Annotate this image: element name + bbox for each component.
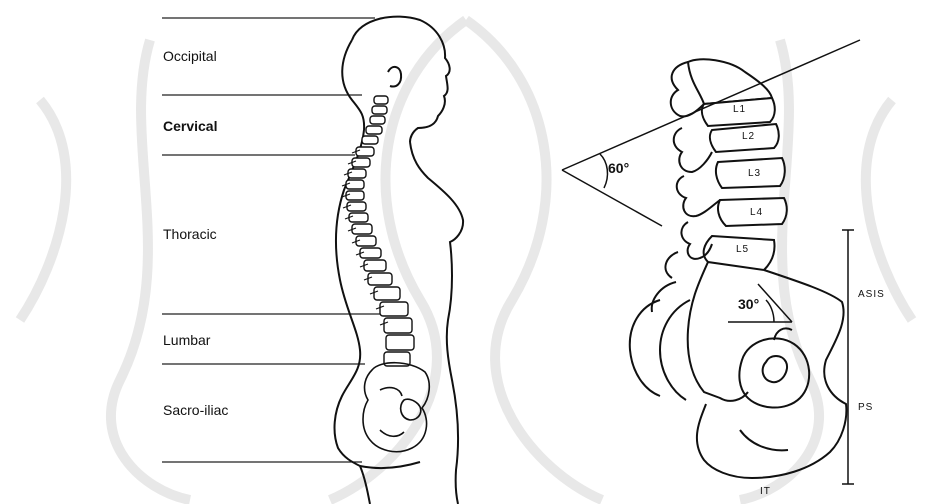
body-pelvis (363, 363, 429, 452)
label-thoracic: Thoracic (163, 226, 217, 242)
landmark-label-it: IT (760, 486, 771, 497)
label-occipital: Occipital (163, 48, 217, 64)
label-lumbar: Lumbar (163, 332, 210, 348)
spinal-column (346, 96, 414, 366)
landmark-scale (842, 230, 854, 484)
vertebra-label-l4: L4 (750, 207, 763, 218)
lumbar-detail (630, 59, 847, 478)
vertebra-label-l1: L1 (733, 104, 746, 115)
label-cervical: Cervical (163, 118, 217, 134)
angle-lines (562, 40, 860, 322)
vertebra-label-l5: L5 (736, 244, 749, 255)
vertebra-label-l2: L2 (742, 131, 755, 142)
vertebra-label-l3: L3 (748, 168, 761, 179)
landmark-label-ps: PS (858, 402, 873, 413)
angle-label-60: 60° (608, 160, 629, 176)
landmark-label-asis: ASIS (858, 289, 885, 300)
background-watermark (20, 20, 912, 500)
angle-label-30: 30° (738, 296, 759, 312)
label-sacroiliac: Sacro-iliac (163, 402, 228, 418)
